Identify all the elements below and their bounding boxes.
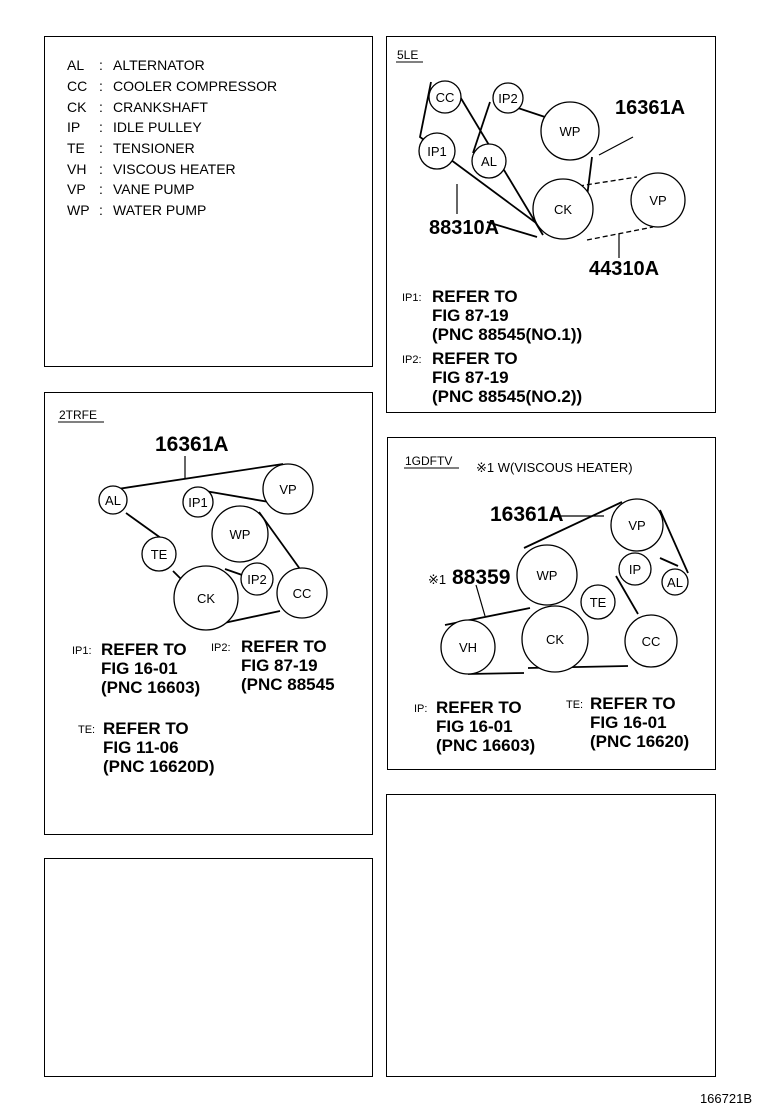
legend-abbr: WP: [67, 202, 90, 218]
belt-diagram-5le: 5LE CC IP2 WP IP1: [396, 48, 686, 406]
part-16361a: 16361A: [490, 503, 564, 526]
legend-name: WATER PUMP: [113, 202, 207, 218]
legend-name: VANE PUMP: [113, 181, 195, 197]
note-line: (PNC 16603): [436, 736, 535, 755]
pulley-wp-label: WP: [560, 124, 581, 139]
note-tag: IP:: [414, 703, 427, 715]
note-tag: IP2:: [211, 642, 231, 654]
part-16361a: 16361A: [615, 97, 685, 119]
note-tag: TE:: [566, 699, 583, 711]
pulley-ck-label: CK: [197, 591, 215, 606]
note-line: (PNC 88545(NO.1)): [432, 325, 582, 344]
part-88310a: 88310A: [429, 217, 499, 239]
note-line: (PNC 16620D): [103, 757, 215, 776]
pulley-vp-label: VP: [279, 482, 296, 497]
pulley-ip2-label: IP2: [498, 91, 518, 106]
note-line: FIG 16-01: [101, 659, 178, 678]
legend-name: CRANKSHAFT: [113, 99, 208, 115]
pulley-al-label: AL: [481, 154, 497, 169]
legend-name: TENSIONER: [113, 140, 195, 156]
engine-label: 5LE: [397, 48, 418, 62]
note-line: REFER TO: [101, 640, 187, 659]
belt-diagram-2trfe: 2TRFE 16361A AL IP1 VP WP: [58, 408, 335, 776]
note-line: REFER TO: [436, 698, 522, 717]
empty-panel-right: [386, 794, 716, 1077]
empty-panel-left: [44, 858, 373, 1077]
pulley-vp-label: VP: [628, 518, 645, 533]
note-tag: TE:: [78, 724, 95, 736]
note-line: FIG 87-19: [241, 656, 318, 675]
pulley-ip1-label: IP1: [427, 144, 447, 159]
legend-name: VISCOUS HEATER: [113, 161, 236, 177]
pulley-wp-label: WP: [230, 527, 251, 542]
pulley-vp-label: VP: [649, 193, 666, 208]
note-tag: IP1:: [402, 292, 422, 304]
legend-abbr: VH: [67, 161, 87, 177]
engine-label: 1GDFTV: [405, 454, 452, 468]
belt-diagram-1gdftv: 1GDFTV ※1 W(VISCOUS HEATER) VP W: [404, 454, 689, 755]
note-line: (PNC 16620): [590, 732, 689, 751]
legend-abbr: CC: [67, 78, 88, 94]
note-line: REFER TO: [241, 637, 327, 656]
part-88359: 88359: [452, 566, 510, 589]
note-tag: IP1:: [72, 645, 92, 657]
note-line: FIG 16-01: [590, 713, 667, 732]
note-line: (PNC 88545(NO.2)): [432, 387, 582, 406]
pulley-ip1-label: IP1: [188, 495, 208, 510]
panel-5le: 5LE CC IP2 WP IP1: [386, 36, 716, 413]
note-tag: IP2:: [402, 354, 422, 366]
note-line: FIG 87-19: [432, 368, 509, 387]
note-line: REFER TO: [103, 719, 189, 738]
legend-abbr: AL: [67, 57, 85, 73]
legend-name: IDLE PULLEY: [113, 119, 202, 135]
legend-abbr: VP: [67, 181, 86, 197]
legend-abbr: IP: [67, 119, 81, 135]
panel-2trfe: 2TRFE 16361A AL IP1 VP WP: [44, 392, 373, 835]
legend-abbr: CK: [67, 99, 87, 115]
panel-1gdftv: 1GDFTV ※1 W(VISCOUS HEATER) VP W: [387, 437, 716, 770]
pulley-cc-label: CC: [642, 634, 661, 649]
option-mark: ※1: [428, 572, 446, 587]
note-line: FIG 11-06: [103, 738, 179, 757]
figure-id: 166721B: [699, 1091, 752, 1106]
pulley-te-label: TE: [151, 547, 168, 562]
note-line: (PNC 16603): [101, 678, 200, 697]
pulley-al-label: AL: [667, 575, 683, 590]
note-line: REFER TO: [432, 287, 518, 306]
pulley-cc-label: CC: [293, 586, 312, 601]
pulley-ck-label: CK: [554, 202, 572, 217]
pulley-cc-label: CC: [436, 90, 455, 105]
legend-name: ALTERNATOR: [113, 57, 205, 73]
option-note: ※1 W(VISCOUS HEATER): [476, 460, 633, 475]
part-44310a: 44310A: [589, 258, 659, 280]
pulley-vh-label: VH: [459, 640, 477, 655]
note-line: REFER TO: [590, 694, 676, 713]
legend-panel: AL:ALTERNATOR CC:COOLER COMPRESSOR CK:CR…: [44, 36, 373, 367]
pulley-wp-label: WP: [537, 568, 558, 583]
legend-abbr: TE: [67, 140, 85, 156]
pulley-te-label: TE: [590, 595, 607, 610]
note-line: FIG 16-01: [436, 717, 513, 736]
engine-label: 2TRFE: [59, 408, 97, 422]
note-line: (PNC 88545: [241, 675, 335, 694]
pulley-ip2-label: IP2: [247, 572, 267, 587]
note-line: FIG 87-19: [432, 306, 509, 325]
pulley-ck-label: CK: [546, 632, 564, 647]
legend-name: COOLER COMPRESSOR: [113, 78, 278, 94]
note-line: REFER TO: [432, 349, 518, 368]
part-16361a: 16361A: [155, 433, 229, 456]
pulley-ip-label: IP: [629, 562, 641, 577]
pulley-al-label: AL: [105, 493, 121, 508]
